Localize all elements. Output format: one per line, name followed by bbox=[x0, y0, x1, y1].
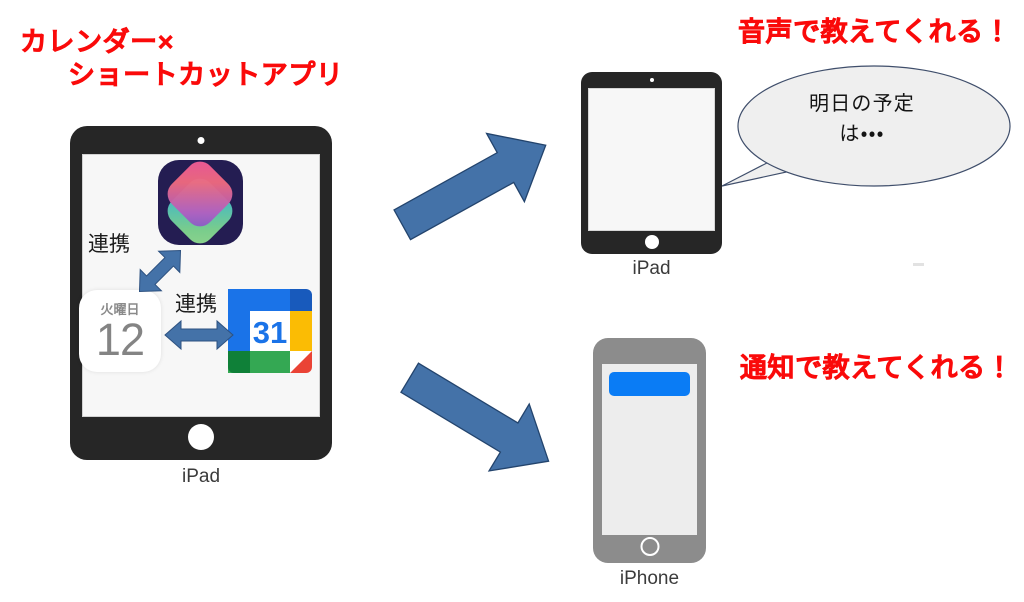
flow-arrow-to-ipad-icon bbox=[386, 124, 562, 246]
home-button-icon[interactable] bbox=[188, 424, 214, 450]
notify-caption: 通知で教えてくれる！ bbox=[740, 353, 1014, 384]
apple-calendar-weekday: 火曜日 bbox=[100, 301, 140, 317]
home-button-icon[interactable] bbox=[644, 235, 659, 249]
double-arrow-diagonal-icon bbox=[125, 236, 195, 306]
google-calendar-glyph: 31 bbox=[228, 289, 312, 373]
speech-bubble-line1: 明日の予定 bbox=[809, 93, 915, 115]
shortcuts-app-icon[interactable] bbox=[158, 160, 243, 245]
google-calendar-day: 31 bbox=[253, 315, 287, 350]
speech-bubble-text: 明日の予定 は・・・ bbox=[772, 89, 952, 149]
link-label-shortcuts-calendar: 連携 bbox=[88, 233, 130, 256]
iphone-device bbox=[593, 338, 706, 563]
link-label-apple-google: 連携 bbox=[175, 293, 217, 316]
flow-arrow-to-iphone-icon bbox=[394, 358, 566, 482]
stray-artifact bbox=[913, 263, 924, 266]
camera-icon bbox=[649, 78, 654, 82]
iphone-screen bbox=[602, 364, 697, 535]
iphone-label: iPhone bbox=[619, 568, 680, 589]
page-title-line2: ショートカットアプリ bbox=[68, 59, 344, 91]
ipad-right-screen bbox=[588, 88, 715, 231]
camera-icon bbox=[197, 137, 205, 144]
apple-calendar-widget[interactable]: 火曜日 12 bbox=[79, 290, 161, 372]
voice-caption: 音声で教えてくれる！ bbox=[738, 17, 1012, 48]
google-calendar-icon[interactable]: 31 bbox=[228, 289, 312, 373]
speech-bubble-shape bbox=[721, 65, 1011, 187]
notification-banner[interactable] bbox=[609, 372, 690, 396]
page-title: カレンダー× ショートカットアプリ bbox=[20, 26, 343, 92]
ipad-right-label: iPad bbox=[632, 258, 671, 279]
double-arrow-horizontal-icon bbox=[163, 318, 235, 352]
apple-calendar-day: 12 bbox=[95, 313, 145, 365]
page-title-line1: カレンダー× bbox=[20, 27, 175, 58]
ipad-right-device bbox=[581, 72, 722, 254]
ipad-left-label: iPad bbox=[181, 466, 221, 487]
home-button-icon[interactable] bbox=[640, 537, 659, 556]
speech-bubble-line2: は・・・ bbox=[839, 123, 885, 145]
speech-bubble bbox=[721, 62, 1012, 198]
